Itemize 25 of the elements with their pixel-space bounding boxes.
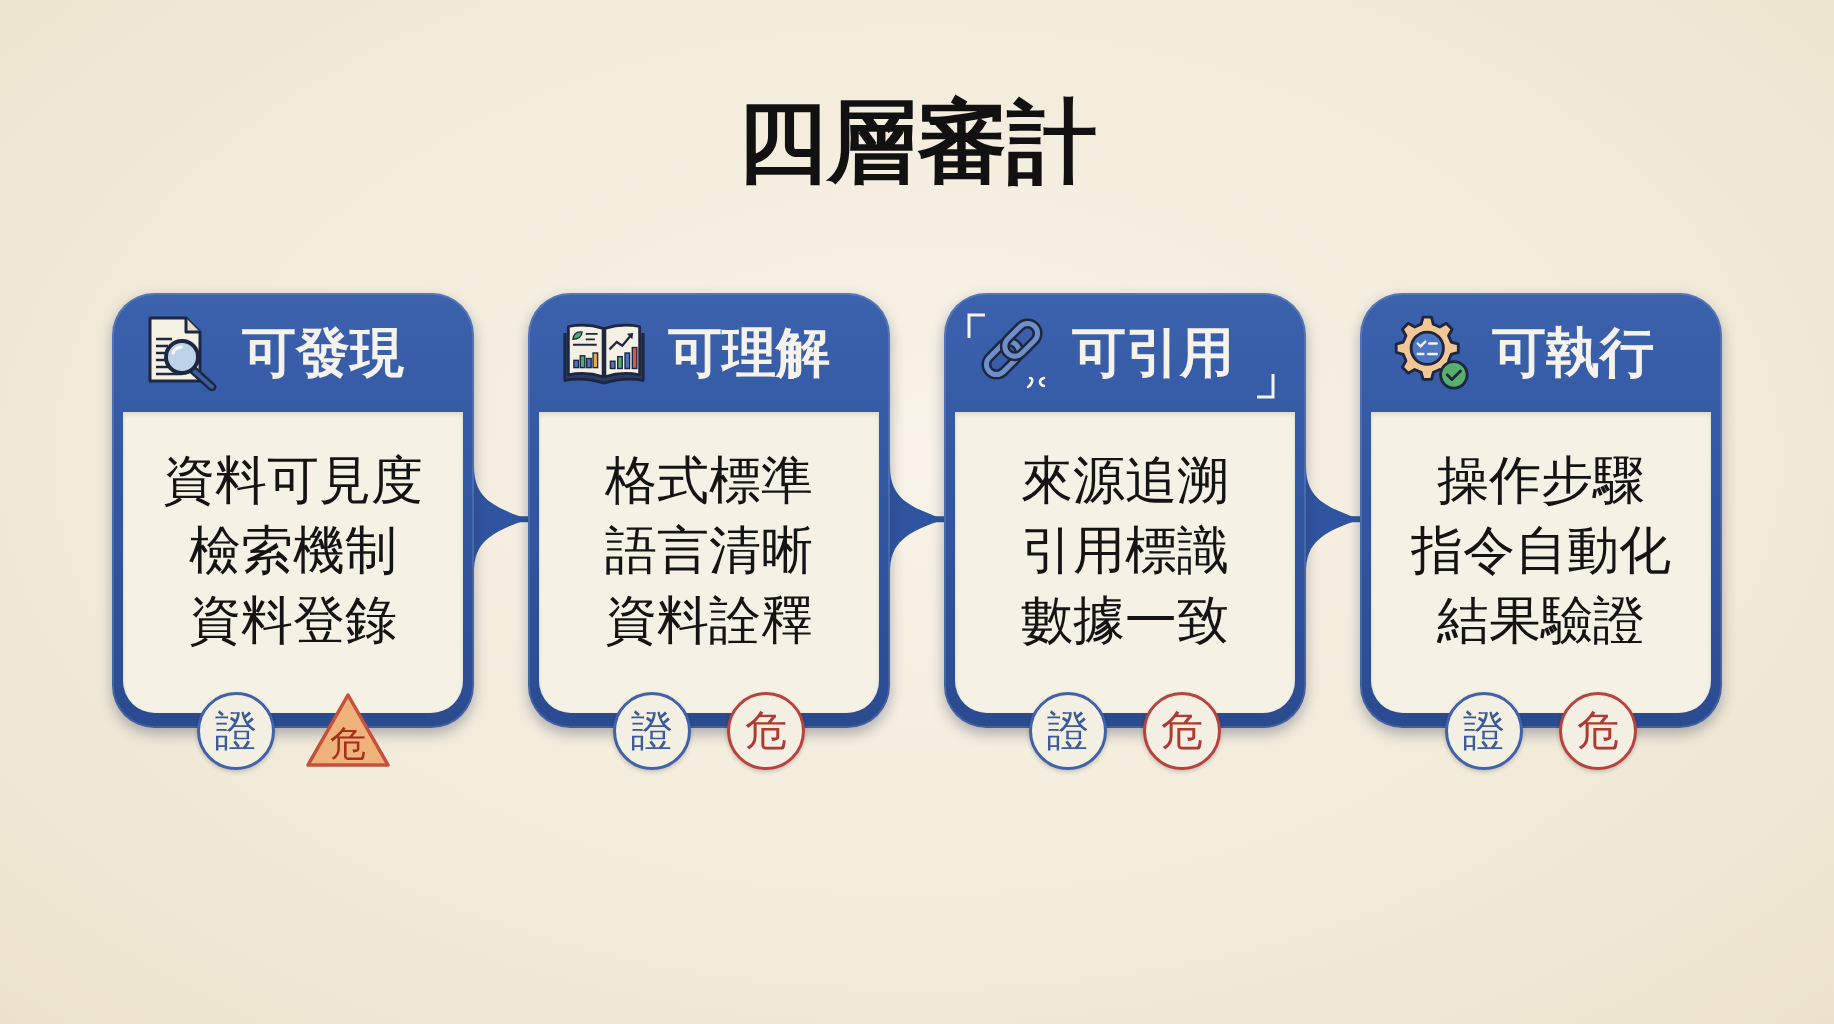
card-item-text: 語言清晰	[605, 519, 813, 582]
card-item-text: 引用標識	[1021, 519, 1229, 582]
card-item-text: 資料可見度	[163, 449, 423, 512]
card-item-text: 數據一致	[1021, 589, 1229, 652]
card-heading: 可執行	[1492, 322, 1654, 383]
card-item-text: 資料詮釋	[605, 589, 813, 652]
card-item-text: 指令自動化	[1411, 519, 1671, 582]
card-item-text: 結果驗證	[1437, 589, 1645, 652]
stamp-circle: 證	[1029, 692, 1107, 770]
card-item-text: 資料登錄	[189, 589, 397, 652]
card-heading: 可理解	[668, 322, 830, 383]
stamp-circle: 危	[1143, 692, 1221, 770]
title-text: 四層審計	[737, 96, 1097, 188]
card-item-text: 操作步驟	[1437, 449, 1645, 512]
card-item-text: 檢索機制	[189, 519, 397, 582]
warning-triangle: 危	[305, 692, 391, 768]
stamp-circle: 危	[1559, 692, 1637, 770]
stamp-circle: 證	[1445, 692, 1523, 770]
stamp-circle: 證	[197, 692, 275, 770]
stamp-circle: 證	[613, 692, 691, 770]
card-item-text: 格式標準	[605, 449, 813, 512]
card-item-text: 來源追溯	[1021, 449, 1229, 512]
card-heading: 可發現	[242, 322, 404, 383]
stamp-circle: 危	[727, 692, 805, 770]
card-heading: 可引用	[1072, 322, 1234, 383]
